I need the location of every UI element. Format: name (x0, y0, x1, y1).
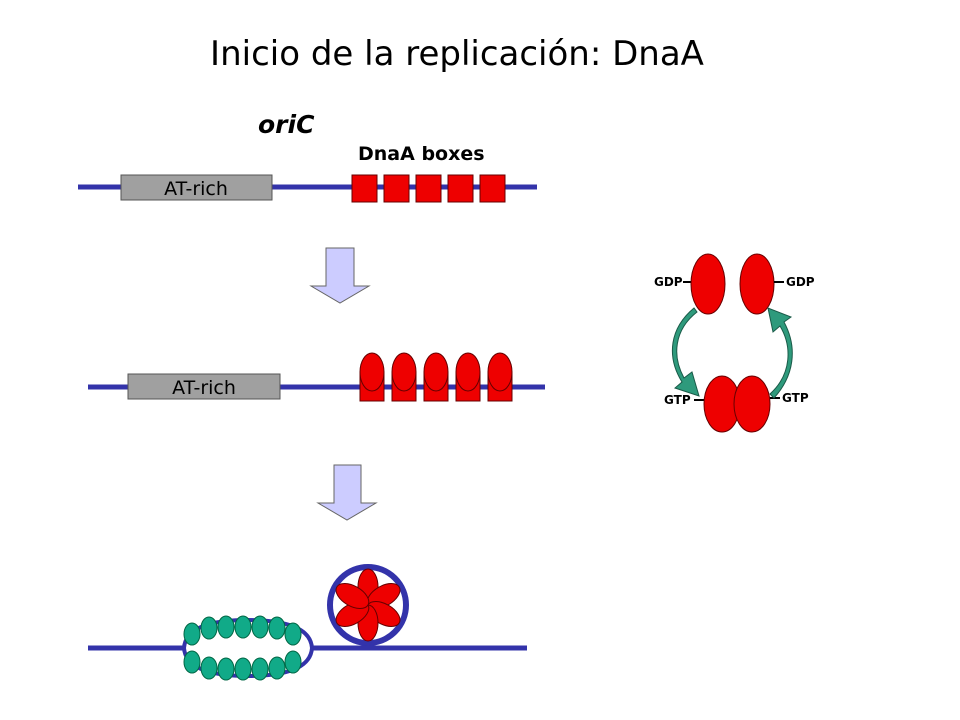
dnaa-protein (359, 352, 385, 392)
helicase-subunit (234, 657, 252, 681)
dnaa-boxes-row (351, 174, 506, 203)
cycle-arrow-down (671, 307, 700, 397)
helicase-subunit (200, 656, 218, 680)
helicase-subunit (183, 650, 201, 674)
helicase-subunit (268, 656, 286, 680)
stage-2-dnaa-bound: AT-rich (88, 352, 545, 402)
gdp-left-label: GDP (654, 275, 683, 289)
helicase-top (183, 615, 302, 646)
dnaa-protein (335, 583, 370, 609)
dnaa-box (351, 174, 378, 203)
dnaa-gdp-right (739, 253, 775, 315)
down-arrow-1 (309, 247, 371, 304)
dnaa-boxes-label: DnaA boxes (358, 143, 485, 165)
wrapped-dna-loop (327, 564, 409, 646)
helicase-subunit (200, 616, 218, 640)
stage-3-open-complex (88, 564, 527, 681)
gdp-right-label: GDP (786, 275, 815, 289)
helicase-subunit (183, 622, 201, 646)
helicase-subunit (234, 615, 252, 639)
at-rich-box-2 (127, 373, 281, 400)
dnaa-protein (455, 352, 481, 392)
down-arrow-2 (316, 464, 378, 521)
cycle-arrow-up (767, 307, 793, 399)
helicase-bottom (183, 650, 302, 681)
slide-title: Inicio de la replicación: DnaA (210, 34, 704, 74)
dnaa-protein (423, 352, 449, 392)
at-rich-label-1: AT-rich (164, 178, 228, 200)
helicase-subunit (251, 615, 269, 639)
dnaa-box (447, 174, 474, 203)
gdp-gtp-cycle: GDP GDP GTP GTP (654, 253, 815, 433)
oric-label: oriC (258, 110, 315, 139)
dnaa-gtp-right (733, 375, 771, 433)
helicase-subunit (268, 616, 286, 640)
dnaa-box (383, 174, 410, 203)
gtp-right-label: GTP (782, 391, 809, 405)
dnaa-protein (487, 352, 513, 392)
at-rich-label-2: AT-rich (172, 377, 236, 399)
gtp-left-label: GTP (664, 393, 691, 407)
dnaa-protein (391, 352, 417, 392)
helicase-subunit (284, 622, 302, 646)
bound-dnaa-row (359, 352, 513, 402)
dnaa-gdp-left (690, 253, 726, 315)
helicase-subunit (284, 650, 302, 674)
helicase-subunit (217, 615, 235, 639)
dnaa-box (415, 174, 442, 203)
at-rich-box-1 (120, 174, 273, 201)
dnaa-box (479, 174, 506, 203)
dnaa-oligomer (335, 568, 401, 642)
stage-1-oric: AT-rich (78, 174, 537, 203)
helicase-subunit (217, 657, 235, 681)
helicase-subunit (251, 657, 269, 681)
